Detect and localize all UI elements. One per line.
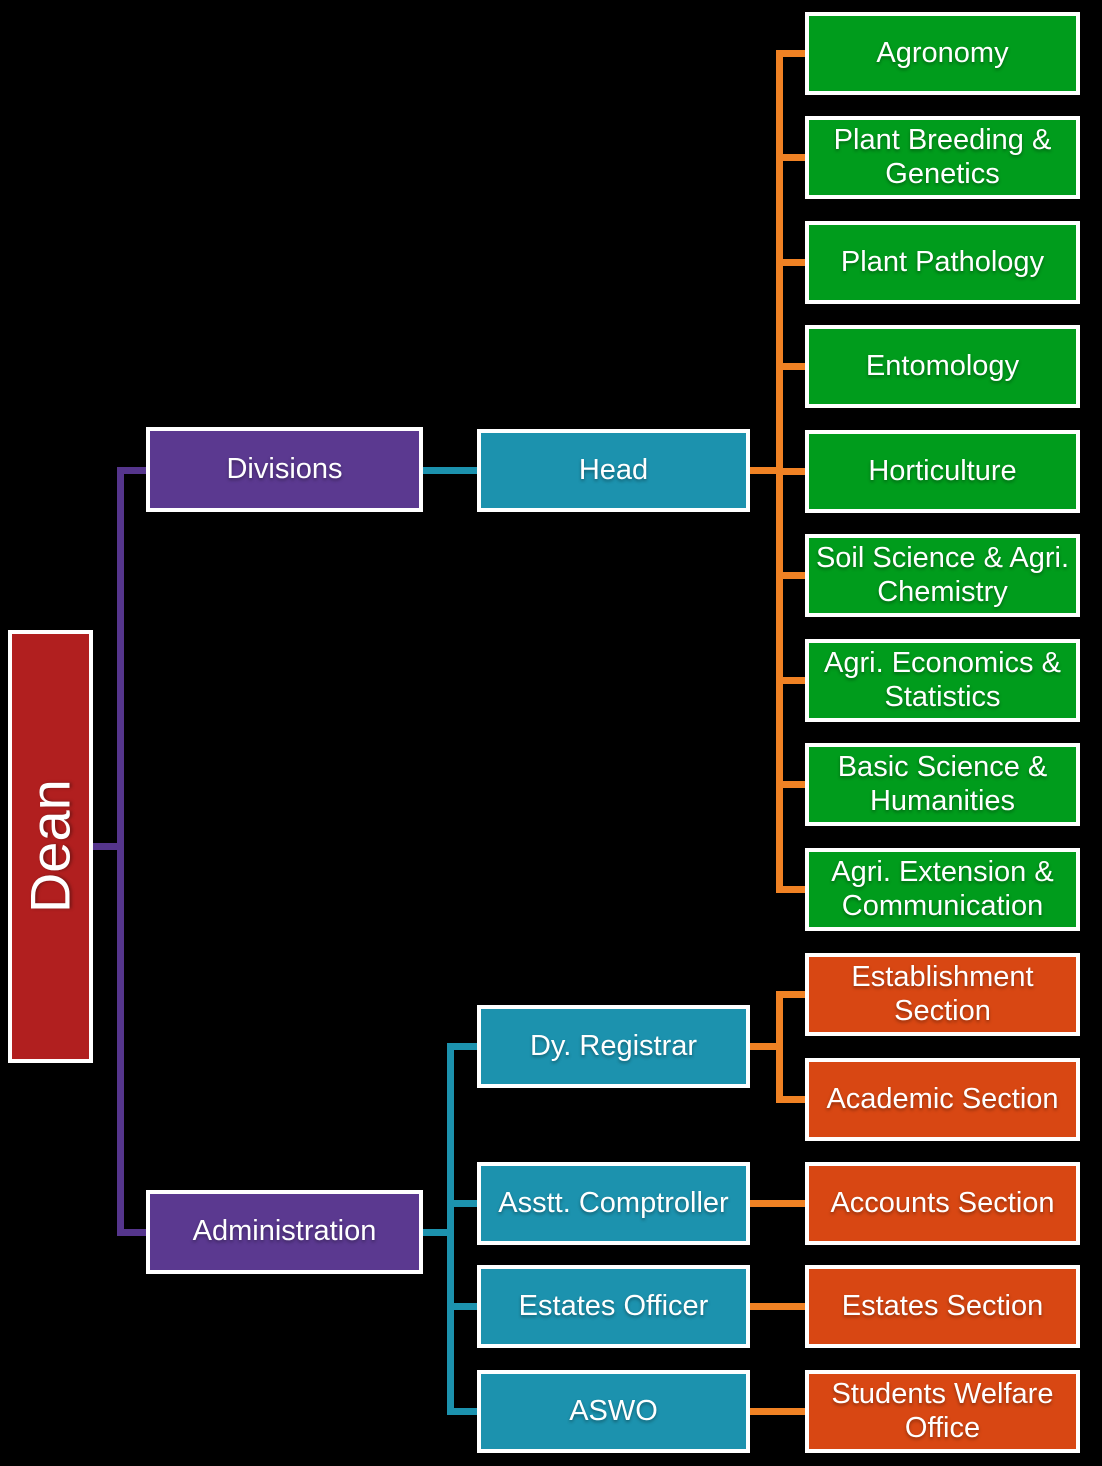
officer-estates-officer: Estates Officer [477,1265,750,1348]
connector-dean-trunk [93,843,124,850]
connector-rail-dy-registrar [454,1043,480,1050]
section-accounts: Accounts Section [805,1162,1080,1245]
officer-dy-registrar: Dy. Registrar [477,1005,750,1088]
connector-plant-breeding [783,154,807,161]
connector-administration-rail [420,1229,454,1236]
connector-rail-estates-officer [454,1303,480,1310]
connector-agri-extension [783,886,807,893]
rail-teal-vertical [447,1043,454,1415]
officer-aswo: ASWO [477,1370,750,1453]
node-head: Head [477,429,750,512]
division-plant-breeding-genetics: Plant Breeding & Genetics [805,116,1080,199]
officer-label: Asstt. Comptroller [498,1186,729,1219]
connector-head-rail [748,467,783,474]
connector-rail-asstt-comptroller [454,1200,480,1207]
connector-dy-registrar-rail [748,1043,783,1050]
section-students-welfare: Students Welfare Office [805,1370,1080,1453]
officer-label: ASWO [569,1394,658,1427]
officer-asstt-comptroller: Asstt. Comptroller [477,1162,750,1245]
connector-trunk-divisions [117,467,150,474]
connector-trunk-administration [117,1229,150,1236]
dean-label: Dean [18,779,82,914]
section-academic: Academic Section [805,1058,1080,1141]
section-label: Students Welfare Office [831,1378,1054,1444]
division-soil-science-agri-chemistry: Soil Science & Agri. Chemistry [805,534,1080,617]
officer-label: Estates Officer [518,1289,709,1322]
rail-orange-registrar [776,991,783,1103]
division-entomology: Entomology [805,325,1080,408]
connector-entomology [783,363,807,370]
division-label: Entomology [865,349,1020,382]
connector-academic [783,1096,807,1103]
section-estates: Estates Section [805,1265,1080,1348]
division-label: Plant Breeding & Genetics [833,124,1052,190]
division-label: Agri. Economics & Statistics [824,647,1061,713]
connector-horticulture [783,468,807,475]
section-label: Academic Section [826,1082,1059,1115]
division-label: Horticulture [868,454,1017,487]
rail-orange-divisions [776,50,783,893]
division-agri-extension-communication: Agri. Extension & Communication [805,848,1080,931]
division-label: Plant Pathology [840,245,1045,278]
connector-soil-science [783,572,807,579]
section-label: Accounts Section [830,1186,1055,1219]
connector-basic-science [783,781,807,788]
division-label: Agri. Extension & Communication [831,856,1054,922]
connector-establishment [783,991,807,998]
administration-label: Administration [192,1215,377,1248]
division-agri-economics-statistics: Agri. Economics & Statistics [805,639,1080,722]
node-divisions: Divisions [146,427,423,512]
section-establishment: Establishment Section [805,953,1080,1036]
officer-label: Dy. Registrar [529,1029,698,1062]
connector-accounts [748,1200,807,1207]
division-agronomy: Agronomy [805,12,1080,95]
section-label: Estates Section [841,1289,1044,1322]
section-label: Establishment Section [851,961,1034,1027]
node-dean: Dean [8,630,93,1063]
connector-students-welfare [748,1408,807,1415]
head-label: Head [578,453,649,486]
division-horticulture: Horticulture [805,430,1080,513]
node-administration: Administration [146,1190,423,1274]
division-label: Basic Science & Humanities [837,751,1048,817]
connector-agri-economics [783,677,807,684]
divisions-label: Divisions [226,452,343,485]
trunk-purple-vertical [117,467,124,1236]
connector-estates-section [748,1303,807,1310]
connector-agronomy [783,50,807,57]
connector-divisions-head [420,467,480,474]
division-plant-pathology: Plant Pathology [805,221,1080,304]
connector-plant-pathology [783,259,807,266]
division-label: Agronomy [876,36,1009,69]
connector-rail-aswo [454,1408,480,1415]
division-basic-science-humanities: Basic Science & Humanities [805,743,1080,826]
division-label: Soil Science & Agri. Chemistry [815,542,1070,608]
